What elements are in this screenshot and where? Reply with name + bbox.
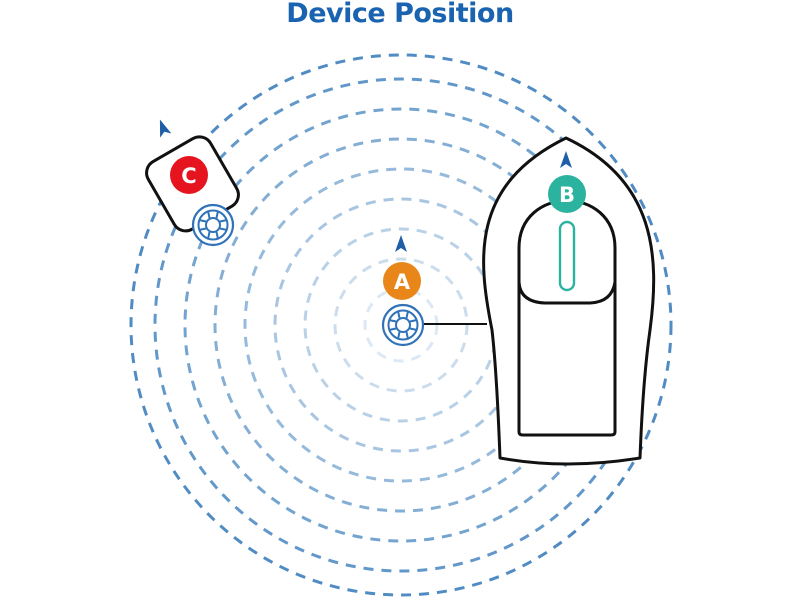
heading-arrow-icon	[395, 235, 407, 252]
marker-c-label: C	[181, 164, 196, 188]
marker-a-label: A	[394, 270, 411, 294]
boat-cockpit	[517, 283, 617, 437]
boat-indicator-slot	[558, 220, 576, 292]
marker-c[interactable]: C	[170, 156, 208, 194]
page-title: Device Position	[286, 0, 514, 29]
boat-cabin	[517, 199, 617, 305]
marker-a[interactable]: A	[383, 262, 421, 300]
marker-b[interactable]: B	[548, 175, 586, 213]
lifebuoy-icon	[381, 303, 425, 347]
heading-arrow-icon	[154, 117, 172, 138]
lifebuoy-icon	[191, 203, 235, 247]
boat	[482, 136, 656, 466]
signal-ring	[129, 53, 673, 597]
marker-b-label: B	[559, 183, 575, 207]
